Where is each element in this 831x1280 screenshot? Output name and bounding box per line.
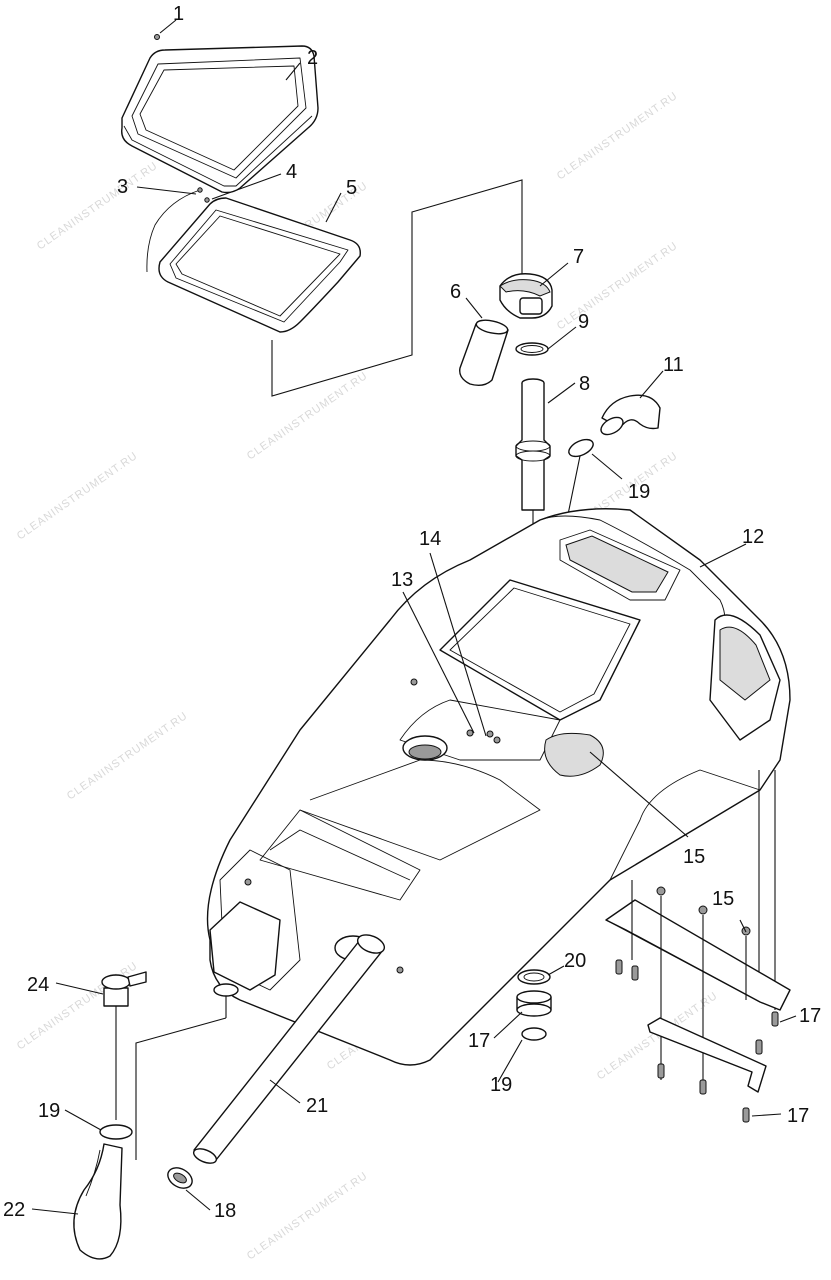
callout-17: 17 [799,1005,821,1027]
callout-9: 9 [578,311,589,333]
hose-part [73,996,227,1260]
callout-19: 19 [38,1100,60,1122]
cable-part [146,187,210,273]
callout-15: 15 [683,846,705,868]
callout-17: 17 [787,1105,809,1127]
callout-20: 20 [564,950,586,972]
callout-13: 13 [391,569,413,591]
callout-18: 18 [214,1200,236,1222]
mounting-bracket-lower [647,1017,767,1093]
watermark: CLEANINSTRUMENT.RU [245,370,370,463]
assembly-bracket [271,179,523,397]
watermark: CLEANINSTRUMENT.RU [15,450,140,543]
drain-tube-part [192,934,386,1164]
callout-3: 3 [117,176,128,198]
callout-12: 12 [742,526,764,548]
cap-part [101,971,147,1120]
clamp-part [515,342,549,356]
callout-11: 11 [663,354,684,376]
lid-part [121,45,319,194]
watermark: CLEANINSTRUMENT.RU [555,90,680,183]
mounting-bracket-upper [605,880,791,1060]
callout-24: 24 [27,974,49,996]
callout-19: 19 [628,481,650,503]
callout-2: 2 [307,47,318,69]
callout-5: 5 [346,177,357,199]
callout-22: 22 [3,1199,25,1221]
screw-part [154,34,160,40]
watermark: CLEANINSTRUMENT.RU [245,1170,370,1263]
inlet-elbow-part [499,273,553,319]
elbow-hose-part [600,394,661,436]
callout-14: 14 [419,528,441,550]
outlet-fittings [516,969,552,1041]
screw-set [615,959,779,1123]
callout-17: 17 [468,1030,490,1052]
watermark: CLEANINSTRUMENT.RU [65,710,190,803]
lower-ring-part [99,1124,133,1140]
watermark: CLEANINSTRUMENT.RU [35,160,160,253]
callout-6: 6 [450,281,461,303]
callout-21: 21 [306,1095,328,1117]
callout-15: 15 [712,888,734,910]
nut-part [167,1167,193,1189]
filter-part [459,319,509,387]
gasket-part [158,197,361,333]
leader-lines [31,19,797,1215]
callout-labels: 1 2 3 4 5 6 7 9 8 11 19 12 14 13 15 15 2… [3,3,821,1222]
callout-4: 4 [286,161,297,183]
callout-19: 19 [490,1074,512,1096]
callout-1: 1 [173,3,184,25]
callout-7: 7 [573,246,584,268]
tank-body-part [206,508,791,1066]
callout-8: 8 [579,373,590,395]
